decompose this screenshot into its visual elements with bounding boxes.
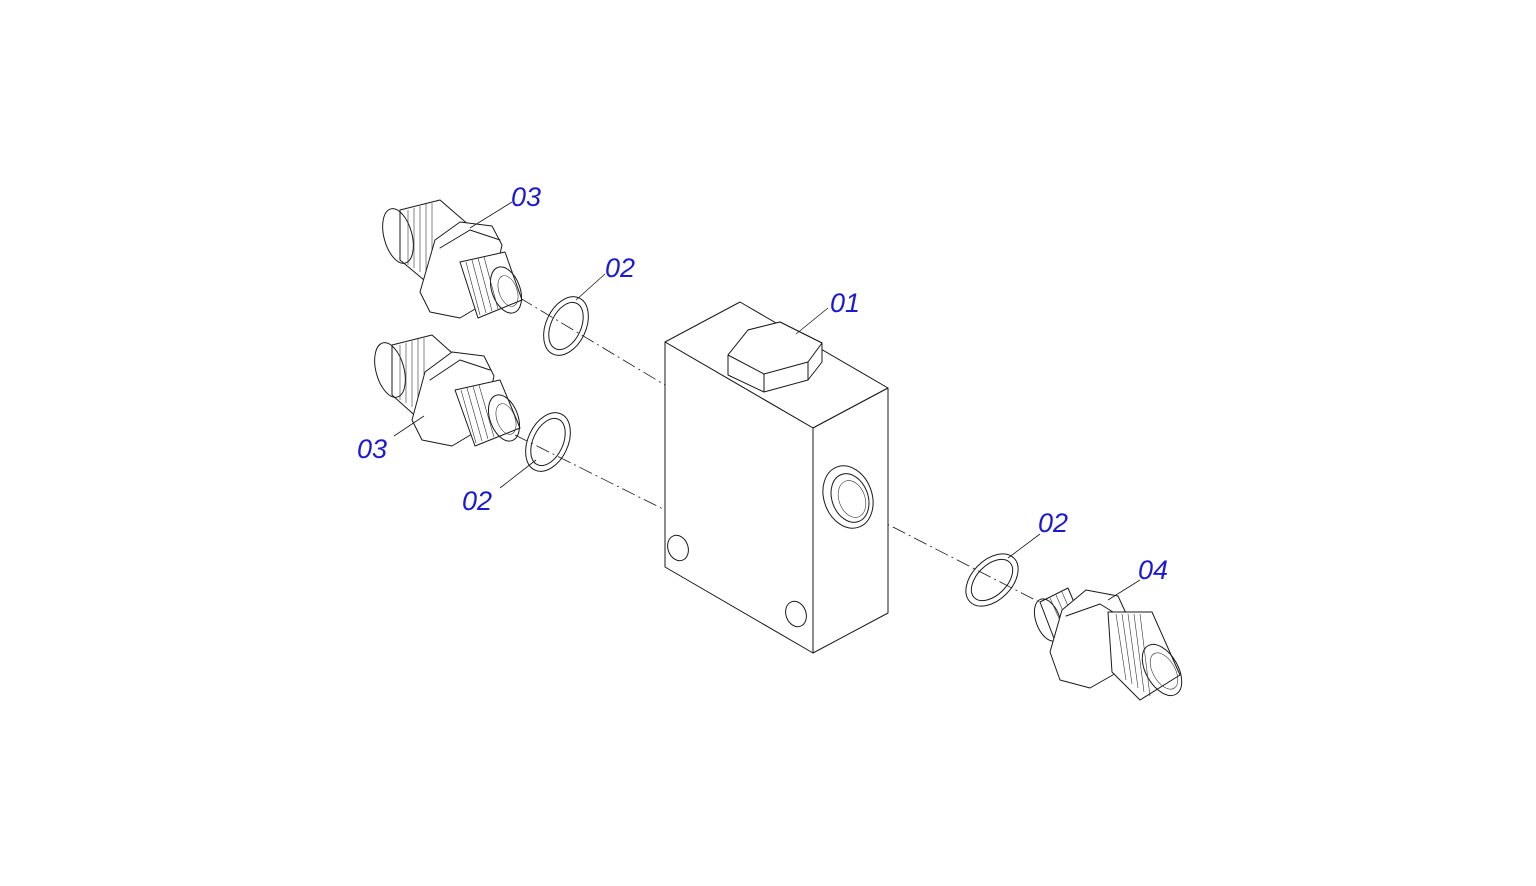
- fitting-right: [1033, 587, 1183, 701]
- callout-03-lower: 03: [357, 434, 387, 464]
- leader-lines: [393, 201, 1141, 601]
- callout-03-upper: 03: [511, 182, 541, 212]
- hex-plug: [727, 321, 823, 393]
- fitting-upper-left: [382, 199, 523, 319]
- callout-01: 01: [830, 288, 860, 318]
- callout-04: 04: [1138, 555, 1168, 585]
- callout-02-lower: 02: [462, 486, 492, 516]
- callout-02-upper: 02: [605, 253, 635, 283]
- callout-labels: 01 02 02 02 03 03 04: [357, 182, 1168, 585]
- valve-body: [664, 301, 889, 654]
- fitting-lower-left: [374, 334, 521, 447]
- callout-02-right: 02: [1038, 508, 1068, 538]
- o-ring-right: [965, 553, 1019, 607]
- o-ring-lower-left: [525, 412, 571, 472]
- o-ring-upper-left: [543, 296, 589, 356]
